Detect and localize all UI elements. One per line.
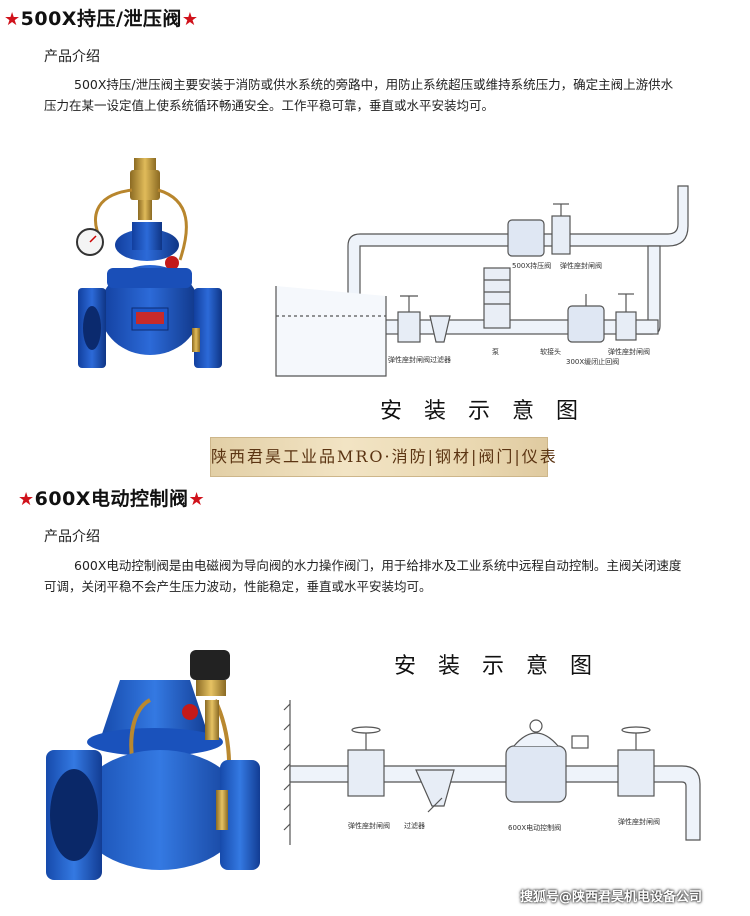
label-500x-valve: 500X持压阀 [512, 261, 551, 270]
installation-diagram-600x: 弹性座封闸阀 过滤器 600X电动控制阀 弹性座封闸阀 [283, 700, 701, 845]
section1-diagram-caption: 安装示意图 [380, 399, 601, 424]
installation-diagram-500x: 500X持压阀 弹性座封闸阀 弹性座封闸阀 过滤器 泵 软接头 300X缓闭止回… [275, 185, 689, 377]
company-banner: 陕西君昊工业品MRO·消防|钢材|阀门|仪表 [210, 437, 556, 477]
section2-diagram-caption: 安装示意图 [394, 654, 615, 679]
watermark-text: 搜狐号@陕西君昊机电设备公司 [520, 890, 703, 905]
valve-500x-image [76, 158, 222, 368]
label2-control-valve: 600X电动控制阀 [508, 823, 561, 832]
label-filter: 过滤器 [430, 355, 451, 364]
label-pump: 泵 [492, 348, 499, 356]
label2-gate-valve-right: 弹性座封闸阀 [618, 817, 660, 826]
section2-description: 600X电动控制阀是由电磁阀为导向阀的水力操作阀门，用于给排水及工业系统中远程自… [44, 558, 682, 594]
section1-subtitle: 产品介绍 [44, 49, 100, 65]
label2-filter: 过滤器 [404, 821, 425, 830]
label-gate-valve-right: 弹性座封闸阀 [608, 347, 650, 356]
label-soft-joint: 软接头 [540, 347, 561, 356]
section1-title: ★500X持压/泄压阀★ [4, 8, 199, 30]
label-check-valve: 300X缓闭止回阀 [566, 357, 619, 366]
section2-subtitle: 产品介绍 [44, 529, 100, 545]
section1-description: 500X持压/泄压阀主要安装于消防或供水系统的旁路中，用防止系统超压或维持系统压… [44, 77, 674, 113]
label-gate-valve-top: 弹性座封闸阀 [560, 261, 602, 270]
label2-gate-valve-left: 弹性座封闸阀 [348, 821, 390, 830]
valve-600x-image [46, 650, 260, 880]
section2-title: ★600X电动控制阀★ [18, 488, 206, 510]
label-gate-valve-left: 弹性座封闸阀 [388, 355, 430, 364]
